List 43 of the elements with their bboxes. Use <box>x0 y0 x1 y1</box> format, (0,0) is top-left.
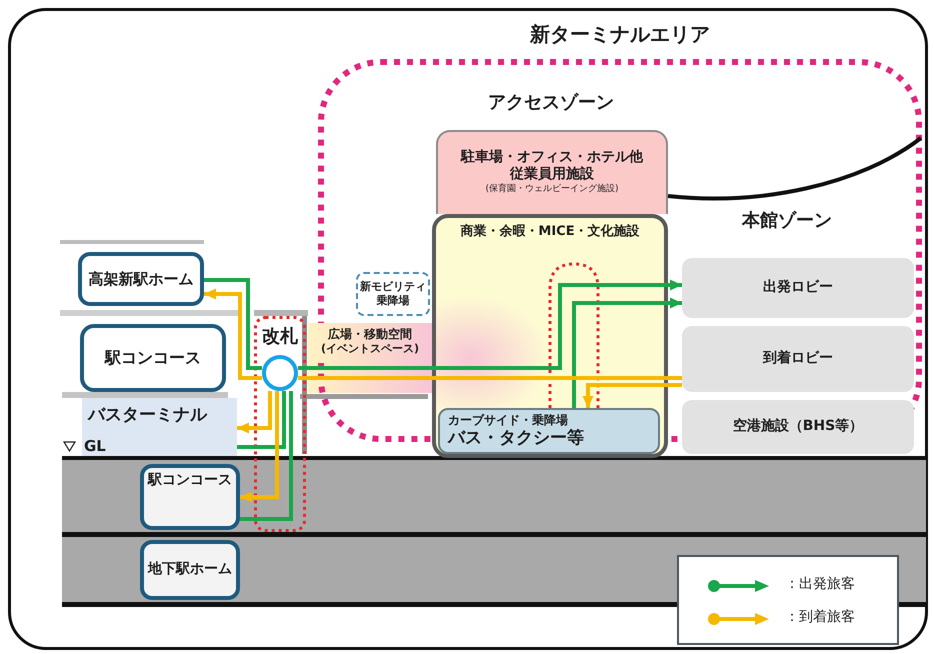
flow-arrow <box>572 298 682 408</box>
zone-title: 新ターミナルエリア <box>530 22 710 47</box>
facility-name: 従業員用施設 <box>510 166 594 184</box>
facility-name: 空港施設（BHS等） <box>732 418 864 436</box>
plaza-band <box>308 323 432 363</box>
concourse-box <box>140 464 240 530</box>
ground-level-label: GL <box>84 437 106 456</box>
flow-arrow <box>237 391 272 434</box>
plaza-name: 広場・移動空間 <box>328 327 412 342</box>
curbside-label: カーブサイド・乗降場 <box>448 412 568 428</box>
curbside-box <box>438 408 660 454</box>
gate-label: 改札 <box>262 326 298 348</box>
plaza-note: (イベントスペース) <box>320 342 420 356</box>
concourse-box <box>80 324 226 392</box>
legend-label: ：到着旅客 <box>785 609 855 626</box>
platform-box <box>140 540 240 600</box>
bus-terminal-area <box>82 398 237 456</box>
zone-label: アクセスゾーン <box>488 92 614 114</box>
platform-box <box>78 252 204 306</box>
flow-arrow <box>204 288 262 380</box>
facility-box <box>682 400 914 454</box>
flow-arrow <box>298 280 682 370</box>
concourse-name: 駅コンコース <box>148 472 232 490</box>
boarding-area-box <box>356 272 430 316</box>
facility-note: (保育園・ウェルビーイング施設) <box>485 184 619 196</box>
platform-name: 高架新駅ホーム <box>88 270 194 288</box>
flow-arrow <box>240 391 279 502</box>
facility-box <box>432 214 668 458</box>
flow-arrow <box>582 383 682 408</box>
platform-name: 地下駅ホーム <box>148 561 232 579</box>
legend-label: ：出発旅客 <box>785 576 855 594</box>
facility-name: 駐車場・オフィス・ホテル他 <box>461 148 643 166</box>
boarding-area-name: 新モビリティ乗降場 <box>359 280 427 308</box>
facility-name: 商業・余暇・MICE・文化施設 <box>460 224 640 240</box>
lobby-name: 到着ロビー <box>763 350 833 368</box>
bus-taxi-label: バス・タクシー等 <box>448 428 584 450</box>
bus-terminal-name: バスターミナル <box>88 405 207 426</box>
concourse-name: 駅コンコース <box>105 348 201 368</box>
lobby-box <box>682 326 914 392</box>
lobby-box <box>682 258 914 318</box>
facility-box <box>436 130 668 214</box>
lobby-name: 出発ロビー <box>763 279 833 297</box>
zone-label: 本館ゾーン <box>742 210 832 232</box>
